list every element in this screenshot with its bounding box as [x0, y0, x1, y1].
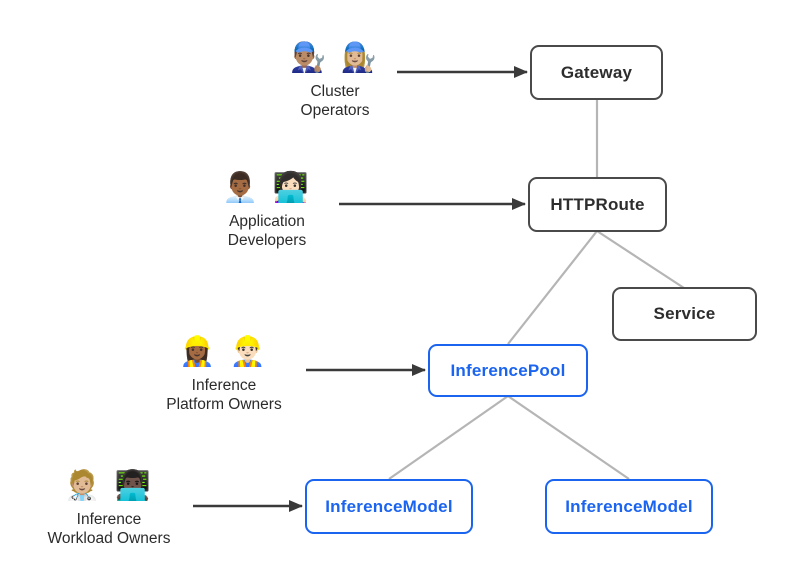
node-gateway-label: Gateway: [560, 62, 633, 82]
label-line: Workload Owners: [47, 529, 171, 547]
label-line: Operators: [300, 101, 370, 119]
construction-worker-emojis-icon: 👷🏾‍♀️ 👷🏻‍♂️: [179, 336, 269, 368]
developer-emojis-icon: 👨🏾‍💼 👩🏻‍💻: [222, 172, 312, 204]
edge-inferencepool-model-right: [507, 395, 630, 480]
workload-owner-emojis-icon: 🧑🏼‍⚕️ 👨🏿‍💻: [64, 470, 154, 502]
label-line: Application: [229, 213, 305, 230]
label-line: Platform Owners: [166, 395, 282, 413]
node-httproute-label: HTTPRoute: [550, 194, 645, 214]
label-line: Developers: [227, 231, 307, 249]
persona-inference-platform-owners-label: Inference Platform Owners: [139, 377, 309, 414]
node-inferencemodel-left: InferenceModel: [305, 479, 473, 534]
edge-httproute-inferencepool: [507, 230, 598, 345]
node-inferencemodel-right: InferenceModel: [545, 479, 713, 534]
label-line: Inference: [76, 511, 142, 528]
node-gateway: Gateway: [530, 45, 663, 100]
edge-inferencepool-model-left: [388, 395, 509, 480]
node-inferencepool: InferencePool: [428, 344, 588, 397]
node-service: Service: [612, 287, 757, 341]
label-line: Inference: [191, 377, 257, 394]
persona-application-developers-label: Application Developers: [182, 213, 352, 250]
node-inferencepool-label: InferencePool: [450, 360, 566, 380]
node-service-label: Service: [653, 304, 716, 323]
persona-cluster-operators-label: Cluster Operators: [250, 83, 420, 120]
node-inferencemodel-right-label: InferenceModel: [565, 496, 693, 516]
node-httproute: HTTPRoute: [528, 177, 667, 232]
edge-httproute-service: [596, 230, 685, 289]
persona-inference-workload-owners-label: Inference Workload Owners: [24, 511, 194, 548]
persona-inference-platform-owners: 👷🏾‍♀️ 👷🏻‍♂️ Inference Platform Owners: [139, 334, 309, 414]
persona-inference-workload-owners: 🧑🏼‍⚕️ 👨🏿‍💻 Inference Workload Owners: [24, 468, 194, 548]
node-inferencemodel-left-label: InferenceModel: [325, 496, 453, 516]
label-line: Cluster: [310, 83, 360, 100]
persona-application-developers: 👨🏾‍💼 👩🏻‍💻 Application Developers: [182, 170, 352, 250]
persona-cluster-operators: 👨🏽‍🔧 👩🏼‍🔧 Cluster Operators: [250, 40, 420, 120]
mechanic-emojis-icon: 👨🏽‍🔧 👩🏼‍🔧: [290, 42, 380, 74]
